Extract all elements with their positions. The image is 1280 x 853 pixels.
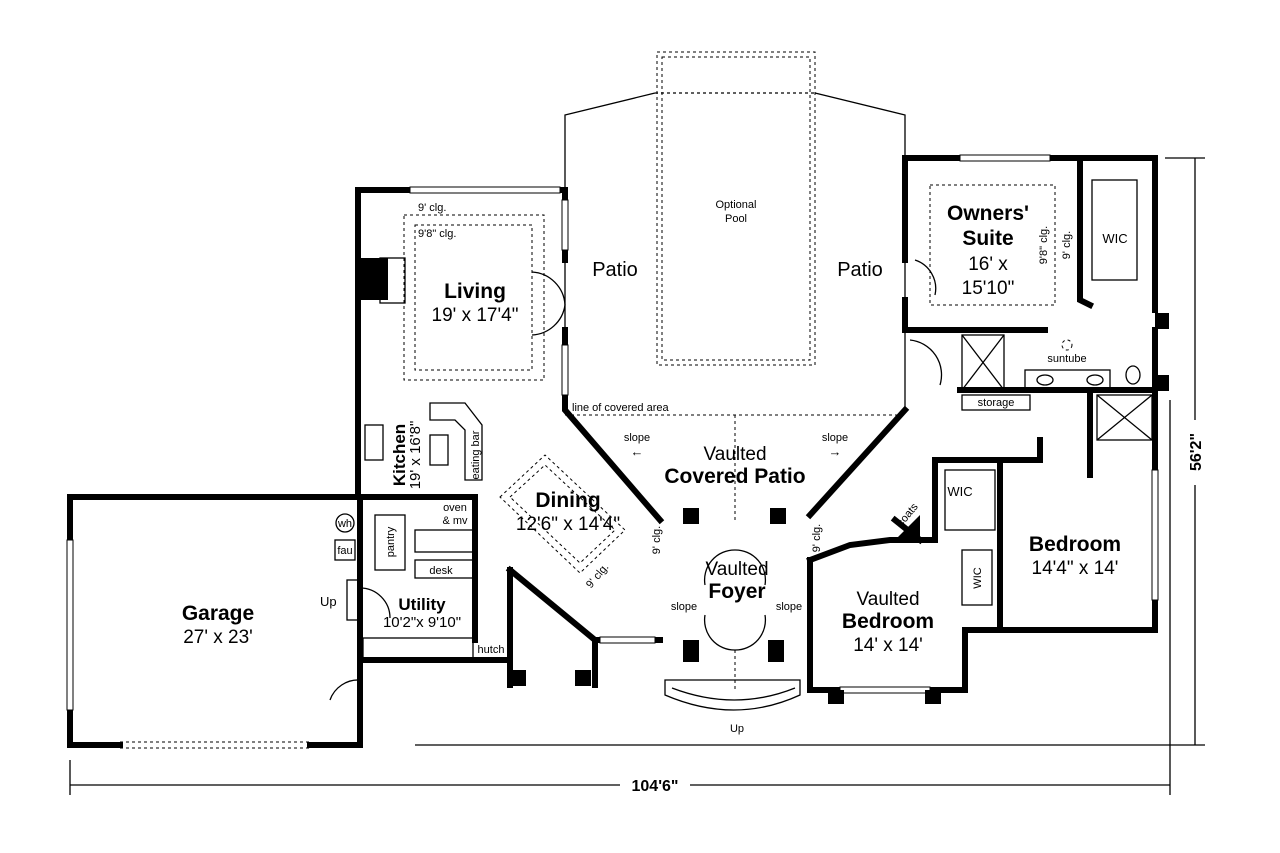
utility-counter <box>362 637 474 659</box>
desk-counter <box>414 559 476 579</box>
owners-suite-size-1: 16' x <box>968 254 1008 275</box>
owners-ceiling-inner: 9'8" clg. <box>1038 226 1050 264</box>
covered-patio-label-2: Covered Patio <box>664 465 805 488</box>
dimension-lines <box>69 157 1205 795</box>
foyer-up-label: Up <box>730 723 744 735</box>
kitchen-island <box>429 402 483 481</box>
cooktop <box>429 434 449 466</box>
house-walls <box>355 155 1158 693</box>
owners-suite-doors <box>909 259 943 386</box>
oven-label-2: & mv <box>442 515 468 527</box>
pantry-label: pantry <box>385 526 397 557</box>
utility-door <box>359 587 391 619</box>
pool-label-2: Pool <box>725 213 747 225</box>
bedroom-wic-closet <box>944 469 996 531</box>
foyer-label-2: Foyer <box>708 580 765 603</box>
bedroom-label: Bedroom <box>1029 533 1121 556</box>
overall-width: 104'6" <box>632 778 679 795</box>
water-heater-label: wh <box>337 518 352 530</box>
fireplace <box>360 257 406 304</box>
utility-up-label: Up <box>320 594 337 609</box>
bedroom-wic: WIC <box>947 484 972 499</box>
patio-left-label: Patio <box>592 259 638 281</box>
vaulted-bedroom-label-1: Vaulted <box>856 589 919 610</box>
windows <box>66 154 1159 711</box>
columns <box>510 313 1169 704</box>
patio-outline <box>564 92 906 410</box>
patio-right-label: Patio <box>837 259 883 281</box>
owners-suite-label-2: Suite <box>962 227 1013 250</box>
patio-slope-right: slope <box>822 432 848 444</box>
pantry-shelf <box>374 514 406 571</box>
living-ceiling-outer: 9' clg. <box>418 202 446 214</box>
vaulted-bedroom-wic: WIC <box>972 567 984 588</box>
garage-side-door <box>329 679 361 701</box>
storage-label: storage <box>978 397 1015 409</box>
living-ceiling-inner-outline <box>414 224 533 371</box>
owners-ceiling-outer: 9' clg. <box>1061 231 1073 259</box>
pool-inner-outline <box>661 56 811 361</box>
kitchen-size: 19' x 16'8" <box>407 421 424 490</box>
bedroom-size: 14'4" x 14' <box>1032 558 1119 579</box>
garage-label: Garage <box>182 602 254 625</box>
garage-size: 27' x 23' <box>183 627 253 648</box>
oven-label-1: oven <box>443 502 467 514</box>
foyer-inner-doors <box>703 549 767 586</box>
utility-size: 10'2"x 9'10" <box>383 614 461 631</box>
covered-patio-label-1: Vaulted <box>703 444 766 465</box>
utility-label: Utility <box>398 595 446 614</box>
owners-suite-label-1: Owners' <box>947 202 1029 225</box>
garage-step <box>346 579 361 621</box>
kitchen-sink <box>364 424 384 461</box>
foyer-slope-left: slope <box>671 601 697 613</box>
living-patio-doors <box>531 271 566 336</box>
living-size: 19' x 17'4" <box>432 305 519 326</box>
oven-cabinet <box>414 529 476 553</box>
patio-slope-left: slope <box>624 432 650 444</box>
vaulted-bedroom-label-2: Bedroom <box>842 610 934 633</box>
foyer-label-1: Vaulted <box>705 559 768 580</box>
foyer-ceiling-left: 9' clg. <box>651 526 663 554</box>
covered-area-line-label: line of covered area <box>572 402 669 414</box>
suntube-label: suntube <box>1047 353 1086 365</box>
garage-walls <box>67 494 363 749</box>
living-ceiling-inner: 9'8" clg. <box>418 228 456 240</box>
owners-suite-size-2: 15'10" <box>962 278 1015 299</box>
hutch-label: hutch <box>478 644 505 656</box>
dining-size: 12'6" x 14'4" <box>516 514 620 535</box>
owners-ceiling-outline <box>929 184 1056 306</box>
kitchen-label: Kitchen <box>390 424 409 486</box>
dining-ceiling-inner-outline <box>509 464 616 564</box>
pool-outline <box>656 51 816 366</box>
living-label: Living <box>444 280 506 303</box>
suntube-icon <box>1061 339 1073 351</box>
vaulted-bedroom-wic-closet <box>961 549 993 606</box>
dining-ceiling-outline <box>499 454 626 574</box>
foyer-slope-right: slope <box>776 601 802 613</box>
front-doors <box>703 614 767 651</box>
vaulted-bedroom-size: 14' x 14' <box>853 635 923 656</box>
owners-bath-fixtures <box>961 179 1153 441</box>
furnace <box>334 539 356 561</box>
eating-bar-label: eating bar <box>470 430 482 479</box>
coats-closet-fill <box>895 515 920 540</box>
entry-step-line <box>671 687 796 701</box>
dining-label: Dining <box>535 489 600 512</box>
living-ceiling-outline <box>403 214 545 381</box>
desk-label: desk <box>429 565 453 577</box>
owners-wic: WIC <box>1102 231 1127 246</box>
furnace-label: fau <box>337 545 352 557</box>
entry-steps <box>664 679 801 711</box>
overall-depth: 56'2" <box>1188 433 1205 471</box>
foyer-ceiling-right: 9' clg. <box>811 524 823 552</box>
arrow-left-icon: ← <box>631 444 644 459</box>
pool-label-1: Optional <box>716 199 757 211</box>
arrow-right-icon: → <box>829 444 842 459</box>
water-heater <box>335 513 355 533</box>
